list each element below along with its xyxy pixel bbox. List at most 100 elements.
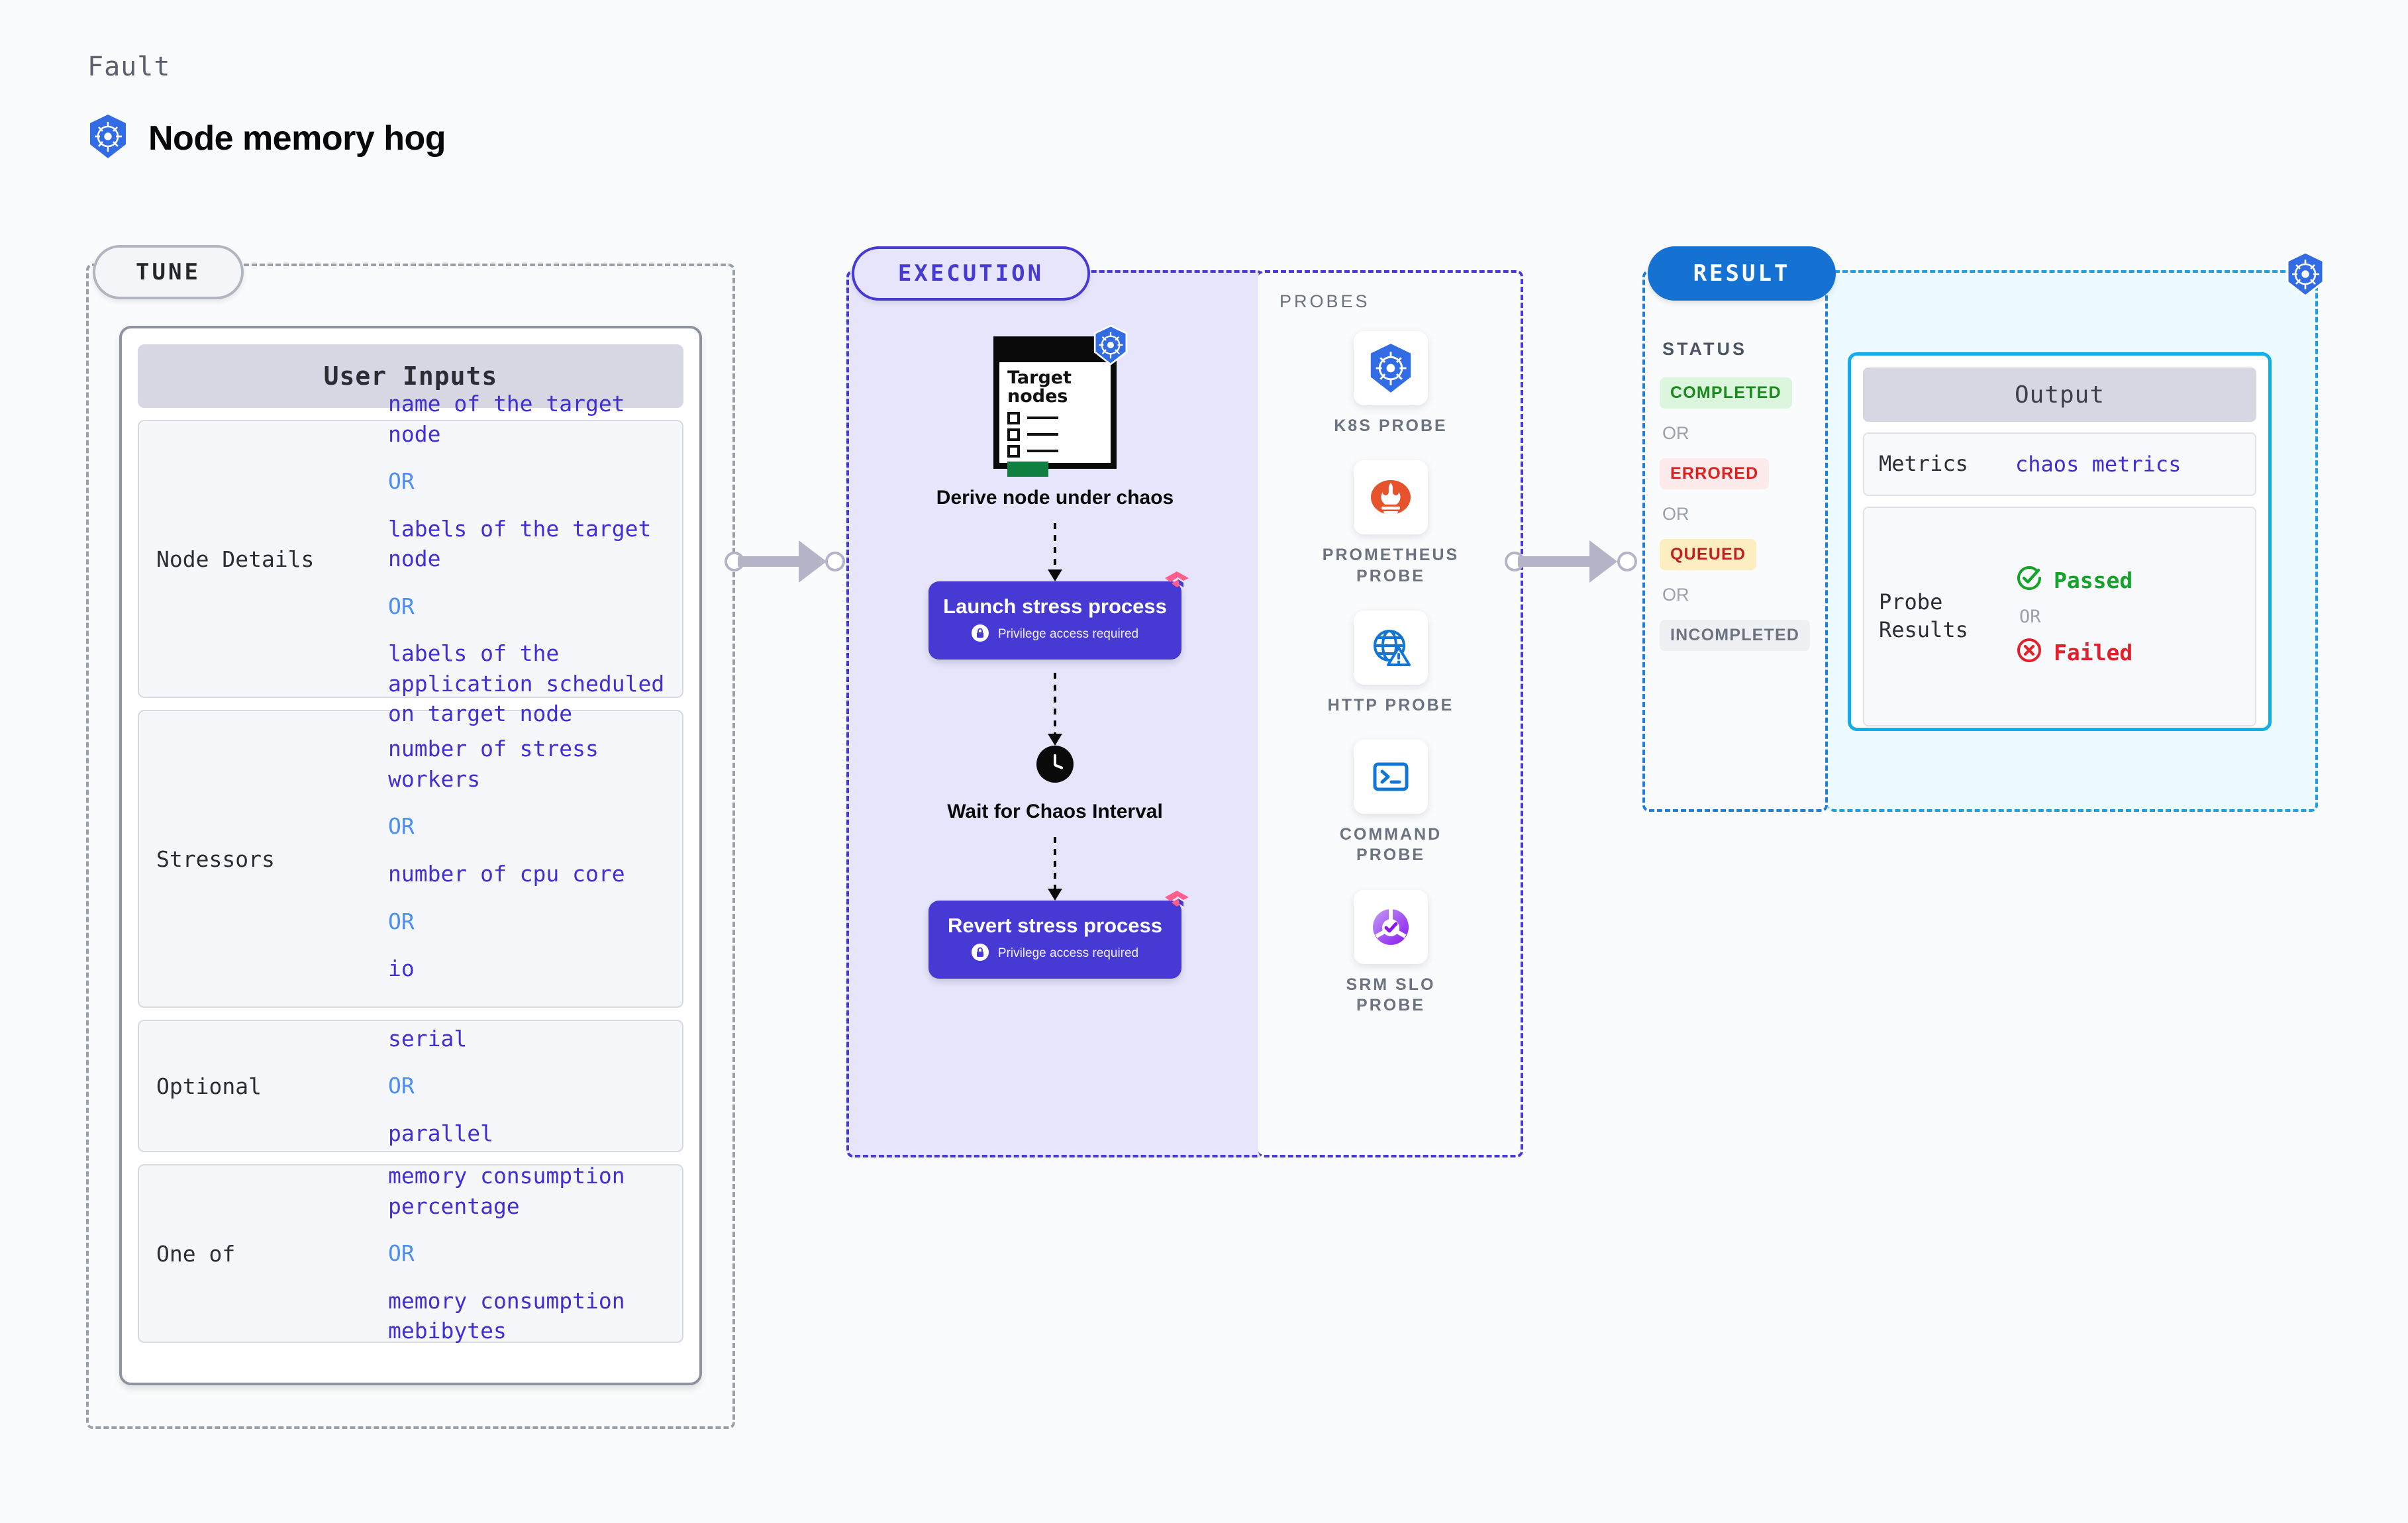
privilege-text: Privilege access required — [997, 627, 1139, 642]
probes-list: K8S PROBE PROMETHEUS PROBE — [1258, 331, 1523, 1016]
status-title: STATUS — [1662, 339, 1747, 359]
privilege-text: Privilege access required — [997, 946, 1139, 961]
probe-label: K8S PROBE — [1334, 417, 1448, 435]
flow-arrow — [1048, 663, 1062, 746]
input-row-node-details[interactable]: Node Details name of the target node OR … — [138, 391, 683, 726]
output-card: Output Metrics chaos metrics Probe Resul… — [1848, 352, 2272, 731]
globe-warning-icon — [1353, 610, 1428, 685]
srm-slo-icon — [1354, 889, 1428, 964]
lock-icon — [971, 624, 989, 645]
tune-region — [86, 264, 735, 1429]
terminal-icon — [1354, 740, 1428, 814]
probe-result-passed: Passed — [2015, 564, 2240, 597]
row-key: Node Details — [156, 546, 315, 572]
row-values: number of stress workers OR number of cp… — [388, 734, 665, 983]
lock-icon — [971, 943, 989, 964]
connector-tune-to-execution — [725, 540, 857, 583]
status-badge: QUEUED — [1660, 539, 1757, 570]
failed-label: Failed — [2054, 640, 2133, 665]
row-values: serial OR parallel — [388, 1024, 665, 1149]
tune-pill[interactable]: TUNE — [93, 245, 244, 299]
probe-item-prometheus[interactable]: PROMETHEUS PROBE — [1315, 460, 1467, 587]
probe-item-srm-slo[interactable]: SRM SLO PROBE — [1315, 889, 1467, 1016]
green-bar — [1007, 461, 1048, 477]
row-key: Metrics — [1879, 451, 1968, 477]
probe-label: PROMETHEUS PROBE — [1322, 546, 1460, 585]
output-title: Output — [1863, 368, 2256, 422]
or-separator: OR — [388, 1240, 415, 1267]
privilege-note: Privilege access required — [971, 624, 1139, 645]
flow-arrow — [1048, 514, 1062, 581]
kubernetes-icon — [1092, 324, 1129, 368]
or-separator: OR — [1662, 504, 1689, 524]
row-key: Probe Results — [1879, 589, 1968, 642]
row-values: name of the target node OR labels of the… — [388, 389, 665, 729]
execution-flow: Target nodes — [846, 270, 1264, 1157]
status-badge: COMPLETED — [1660, 377, 1792, 409]
clock-icon — [1036, 746, 1074, 783]
option: number of cpu core — [388, 861, 625, 887]
step-launch-stress-process[interactable]: Launch stress process Privilege access r… — [928, 571, 1189, 660]
probes-title: PROBES — [1279, 291, 1370, 311]
or-separator: OR — [1662, 585, 1689, 605]
option: number of stress workers — [388, 736, 599, 792]
or-separator: OR — [388, 593, 415, 619]
option: memory consumption percentage — [388, 1163, 625, 1219]
target-nodes-label: Target nodes — [1007, 368, 1072, 407]
step-title: Launch stress process — [943, 595, 1167, 618]
output-row-probe-results[interactable]: Probe Results Passed OR — [1863, 507, 2256, 726]
output-row-metrics[interactable]: Metrics chaos metrics — [1863, 432, 2256, 496]
or-separator: OR — [388, 468, 415, 495]
row-key: One of — [156, 1240, 236, 1267]
probe-label: SRM SLO PROBE — [1346, 975, 1436, 1014]
option: labels of the application scheduled on t… — [388, 640, 665, 727]
probe-item-command[interactable]: COMMAND PROBE — [1315, 740, 1467, 866]
probe-item-http[interactable]: HTTP PROBE — [1328, 610, 1454, 716]
user-inputs-card: User Inputs Node Details name of the tar… — [119, 326, 702, 1385]
checkbox-icon — [1007, 428, 1020, 441]
fault-eyebrow: Fault — [87, 52, 171, 82]
kubernetes-icon — [1353, 331, 1428, 405]
option: serial — [388, 1025, 468, 1052]
harness-icon — [1164, 889, 1190, 919]
result-pill[interactable]: RESULT — [1648, 246, 1836, 301]
status-badge: ERRORED — [1660, 458, 1770, 489]
probe-item-k8s[interactable]: K8S PROBE — [1334, 331, 1447, 436]
page-title: Node memory hog — [148, 119, 446, 158]
prometheus-icon — [1354, 460, 1428, 535]
or-separator: OR — [388, 813, 415, 840]
option: memory consumption mebibytes — [388, 1287, 625, 1344]
checkbox-icon — [1007, 444, 1020, 458]
option: io — [388, 956, 415, 982]
probes-region — [1258, 270, 1523, 1157]
status-badge: INCOMPLETED — [1660, 620, 1811, 651]
execution-pill[interactable]: EXECUTION — [852, 246, 1090, 301]
row-value: chaos metrics — [2015, 452, 2182, 477]
step-label-derive-node: Derive node under chaos — [936, 487, 1174, 509]
or-separator: OR — [388, 908, 415, 934]
privilege-note: Privilege access required — [971, 943, 1139, 964]
or-separator: OR — [388, 1073, 415, 1099]
checkbox-list — [999, 407, 1111, 458]
or-separator: OR — [1662, 423, 1689, 443]
fault-header: Node memory hog — [87, 114, 446, 162]
status-badge-list: COMPLETED OR ERRORED OR QUEUED OR INCOMP… — [1660, 377, 1825, 651]
input-row-stressors[interactable]: Stressors number of stress workers OR nu… — [138, 710, 683, 1008]
passed-label: Passed — [2054, 567, 2133, 593]
option: parallel — [388, 1120, 493, 1146]
step-revert-stress-process[interactable]: Revert stress process Privilege access r… — [928, 891, 1189, 979]
step-title: Revert stress process — [948, 914, 1162, 938]
row-value: Passed OR Failed — [2015, 564, 2240, 669]
flow-arrow — [1048, 828, 1062, 901]
row-key: Optional — [156, 1073, 262, 1099]
harness-icon — [1164, 570, 1190, 600]
card-titlebar — [999, 342, 1111, 362]
option: labels of the target node — [388, 515, 652, 572]
x-circle-icon — [2015, 636, 2043, 669]
user-inputs-title: User Inputs — [138, 344, 683, 408]
input-row-optional[interactable]: Optional serial OR parallel — [138, 1020, 683, 1152]
or-separator: OR — [2019, 606, 2041, 627]
target-nodes-card: Target nodes — [993, 324, 1128, 477]
input-row-one-of[interactable]: One of memory consumption percentage OR … — [138, 1163, 683, 1344]
